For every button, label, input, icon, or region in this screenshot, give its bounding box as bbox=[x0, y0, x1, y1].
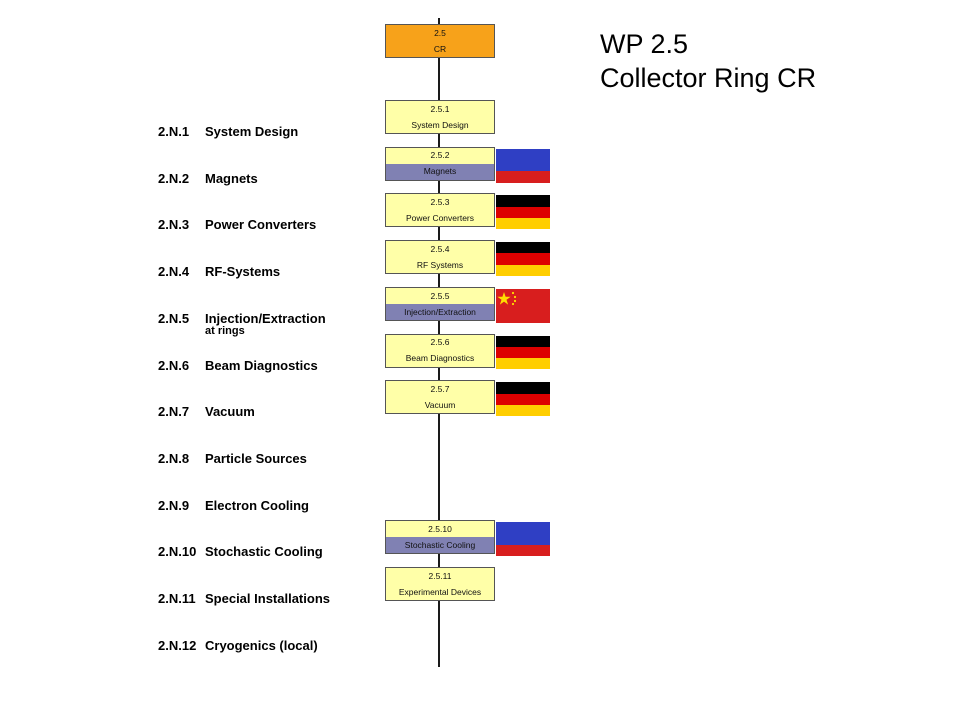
wbs-box-name: Injection/Extraction bbox=[386, 303, 494, 320]
russia-flag-icon bbox=[496, 148, 550, 183]
root-box-cr: 2.5 CR bbox=[385, 24, 495, 58]
slide-title: WP 2.5 Collector Ring CR bbox=[600, 28, 816, 96]
row-code: 2.N.6 bbox=[158, 357, 190, 373]
row-title: Injection/Extraction bbox=[205, 310, 326, 326]
row-title: Cryogenics (local) bbox=[205, 637, 318, 653]
title-line-1: WP 2.5 bbox=[600, 29, 689, 59]
russia-flag-icon bbox=[496, 522, 550, 557]
germany-flag-icon bbox=[496, 242, 550, 277]
wbs-box: 2.5.4 RF Systems bbox=[385, 240, 495, 275]
wbs-box-number: 2.5.6 bbox=[430, 337, 450, 348]
wbs-box-number: 2.5.1 bbox=[430, 103, 450, 114]
row-label: 2.N.9 Electron Cooling bbox=[158, 499, 309, 512]
row-label: 2.N.2 Magnets bbox=[158, 172, 258, 185]
row-code: 2.N.11 bbox=[158, 591, 196, 606]
row-label: 2.N.1 System Design bbox=[158, 125, 298, 138]
wbs-box-name: Experimental Devices bbox=[398, 586, 482, 597]
row-code: 2.N.2 bbox=[158, 170, 190, 186]
wbs-box-number: 2.5.5 bbox=[430, 290, 450, 301]
row-title: Beam Diagnostics bbox=[205, 357, 318, 373]
row-title: Particle Sources bbox=[205, 450, 307, 466]
wbs-box-number: 2.5.7 bbox=[430, 383, 450, 394]
germany-flag-icon bbox=[496, 382, 550, 417]
row-title: RF-Systems bbox=[205, 264, 281, 280]
row-title: Stochastic Cooling bbox=[205, 544, 323, 560]
wbs-box-number: 2.5.4 bbox=[430, 243, 450, 254]
germany-flag-icon bbox=[496, 335, 550, 370]
wbs-box-number: 2.5.11 bbox=[428, 570, 452, 581]
row-code: 2.N.1 bbox=[158, 124, 190, 139]
row-label: 2.N.8 Particle Sources bbox=[158, 452, 307, 465]
row-code: 2.N.7 bbox=[158, 404, 190, 420]
row-label: 2.N.7 Vacuum bbox=[158, 405, 255, 418]
row-title: System Design bbox=[205, 124, 299, 139]
row-title: Electron Cooling bbox=[205, 497, 309, 513]
row-label: 2.N.4 RF-Systems bbox=[158, 265, 280, 278]
row-title: Vacuum bbox=[205, 404, 255, 420]
row-code: 2.N.10 bbox=[158, 544, 197, 560]
wbs-box-name: Vacuum bbox=[424, 399, 456, 410]
row-code: 2.N.9 bbox=[158, 497, 190, 513]
wbs-box-name: Beam Diagnostics bbox=[405, 353, 475, 364]
title-line-2: Collector Ring CR bbox=[600, 62, 817, 93]
row-label: 2.N.3 Power Converters bbox=[158, 218, 316, 231]
wbs-box-name: Power Converters bbox=[405, 213, 475, 224]
wbs-box-name: Stochastic Cooling bbox=[386, 537, 494, 554]
row-title: Special Installations bbox=[205, 591, 330, 606]
china-flag-icon bbox=[496, 288, 550, 323]
row-code: 2.N.4 bbox=[158, 264, 190, 280]
row-label: 2.N.10 Stochastic Cooling bbox=[158, 545, 323, 558]
germany-flag-icon bbox=[496, 195, 550, 230]
row-label: 2.N.6 Beam Diagnostics bbox=[158, 359, 318, 372]
row-title: Power Converters bbox=[205, 217, 317, 233]
row-code: 2.N.5 bbox=[158, 310, 190, 326]
wbs-box-number: 2.5.10 bbox=[428, 524, 452, 535]
wbs-box-name: Magnets bbox=[386, 163, 494, 180]
wbs-box-name: RF Systems bbox=[416, 259, 464, 270]
wbs-box-name: System Design bbox=[411, 119, 469, 130]
row-code: 2.N.3 bbox=[158, 217, 190, 233]
root-box-name: CR bbox=[433, 43, 447, 54]
row-subtitle: at rings bbox=[205, 324, 245, 337]
row-label: 2.N.11 Special Installations bbox=[158, 592, 330, 605]
wbs-box-number: 2.5.2 bbox=[430, 150, 450, 161]
row-code: 2.N.12 bbox=[158, 637, 197, 653]
row-code: 2.N.8 bbox=[158, 450, 190, 466]
row-title: Magnets bbox=[205, 170, 258, 186]
row-label: 2.N.12 Cryogenics (local) bbox=[158, 639, 318, 652]
root-box-number: 2.5 bbox=[434, 27, 446, 38]
wbs-box-number: 2.5.3 bbox=[430, 197, 450, 208]
